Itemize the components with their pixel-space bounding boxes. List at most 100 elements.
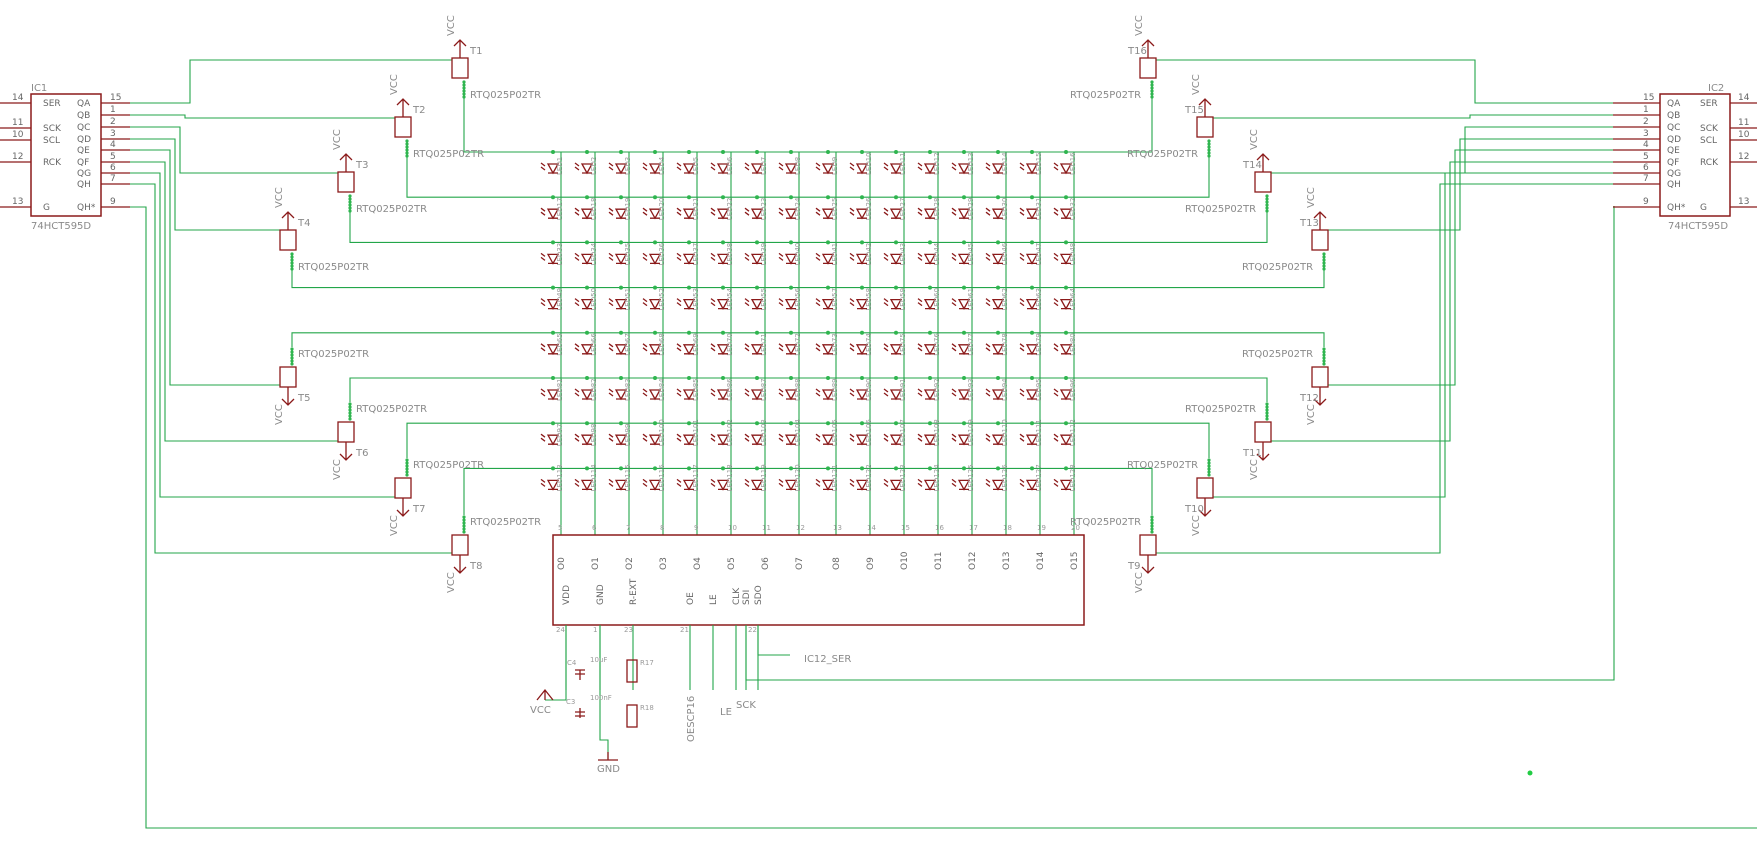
transistor-pad — [462, 92, 466, 96]
led-label: LED65 — [556, 333, 564, 356]
gate-wire-right — [1156, 183, 1613, 554]
transistor-pad — [1322, 350, 1326, 354]
gate-wire-right — [1213, 114, 1613, 119]
led-label: LED83 — [624, 378, 632, 401]
led-junction — [1030, 150, 1034, 154]
ic1-pin-name: QA — [77, 99, 91, 109]
transistor-pad — [1150, 86, 1154, 90]
led-junction — [1030, 376, 1034, 380]
transistor-pad — [405, 139, 409, 143]
led-arrow — [849, 433, 855, 442]
led-label: LED76 — [933, 333, 941, 356]
transistor-pad — [1322, 264, 1326, 268]
vcc-label: VCC — [389, 515, 400, 536]
led-arrow — [642, 252, 648, 261]
ic2-pin-number: 1 — [1643, 105, 1649, 115]
transistor-pad — [462, 89, 466, 93]
led-symbol — [580, 253, 594, 265]
transistor-ref: T10 — [1184, 504, 1204, 515]
led-label: LED125 — [967, 464, 975, 491]
transistor-body — [394, 477, 412, 499]
led-arrow — [710, 343, 716, 352]
led-junction — [551, 150, 555, 154]
shift-register-ic1: IC1 74HCT595D 14SER11SCK10SCL12RCK13G15Q… — [0, 83, 130, 232]
transistor-pad — [290, 252, 294, 256]
ic1-pin-name: QC — [77, 123, 90, 133]
led-arrow — [1053, 433, 1059, 442]
led-junction — [928, 150, 932, 154]
led-symbol — [784, 479, 798, 491]
led-arrow — [608, 252, 614, 261]
transistor-pad — [348, 414, 352, 418]
ic2-pin-number: 2 — [1643, 117, 1649, 127]
led-junction — [928, 285, 932, 290]
led-arrow — [917, 388, 923, 397]
led-junction — [721, 195, 725, 200]
transistor-ref: T15 — [1184, 105, 1204, 116]
led-symbol — [957, 344, 971, 356]
transistor-body — [1196, 477, 1214, 499]
led-label: LED29 — [967, 198, 975, 221]
transistor-ref: T11 — [1242, 448, 1262, 459]
led-junction — [860, 285, 864, 290]
led-arrow — [883, 433, 889, 442]
transistor-pad — [405, 142, 409, 146]
junction-dot — [1527, 770, 1533, 776]
sdo-pin-number: 22 — [748, 626, 757, 634]
led-label: LED99 — [624, 424, 632, 447]
led-junction — [1030, 330, 1034, 335]
transistor-pad — [1207, 464, 1211, 468]
transistor-body — [394, 116, 412, 138]
driver-output-pin-number: 16 — [935, 524, 944, 532]
led-label: LED36 — [658, 242, 666, 265]
transistor-pad — [462, 86, 466, 90]
led-junction — [789, 285, 793, 290]
gate-wire-right — [1156, 59, 1613, 104]
led-arrow — [642, 298, 648, 307]
led-symbol — [923, 389, 937, 401]
led-symbol — [750, 163, 764, 175]
transistor-part: RTQ025P02TR — [298, 349, 369, 360]
led-junction — [860, 150, 864, 154]
led-label: LED113 — [556, 464, 564, 491]
led-junction — [687, 240, 691, 245]
led-junction — [789, 240, 793, 245]
led-junction — [826, 330, 830, 335]
transistor-row-wire — [406, 157, 548, 198]
ic1-pin-number: 2 — [110, 117, 116, 127]
transistor-part: RTQ025P02TR — [1070, 517, 1141, 528]
led-label: LED92 — [933, 378, 941, 401]
vcc-label: VCC — [446, 572, 457, 593]
vcc-label: VCC — [1134, 15, 1145, 36]
led-arrow — [985, 162, 991, 171]
vcc-label: VCC — [1191, 74, 1202, 95]
led-symbol — [855, 434, 869, 446]
led-label: LED126 — [1001, 464, 1009, 492]
led-junction — [962, 330, 966, 335]
led-symbol — [716, 253, 730, 265]
transistor-pad — [290, 267, 294, 271]
led-junction — [996, 150, 1000, 154]
led-arrow — [540, 343, 546, 352]
led-arrow — [951, 388, 957, 397]
led-junction — [826, 150, 830, 154]
led-label: LED51 — [624, 288, 632, 311]
led-symbol — [855, 344, 869, 356]
transistor-body — [279, 229, 297, 251]
led-junction — [619, 240, 623, 245]
led-arrow — [849, 478, 855, 487]
led-junction — [1064, 421, 1068, 426]
led-symbol — [580, 208, 594, 220]
led-symbol — [750, 344, 764, 356]
led-arrow — [574, 388, 580, 397]
transistor-row-wire — [1076, 422, 1210, 458]
transistor-ref: T1 — [469, 46, 482, 57]
led-arrow — [540, 388, 546, 397]
led-label: LED73 — [831, 333, 839, 356]
led-label: LED4 — [658, 156, 666, 175]
led-label: LED13 — [967, 152, 975, 175]
transistor-row-wire — [406, 422, 548, 458]
driver-output-label: O15 — [1070, 551, 1080, 570]
ic2-pin-number: 15 — [1643, 93, 1654, 103]
led-symbol — [889, 163, 903, 175]
